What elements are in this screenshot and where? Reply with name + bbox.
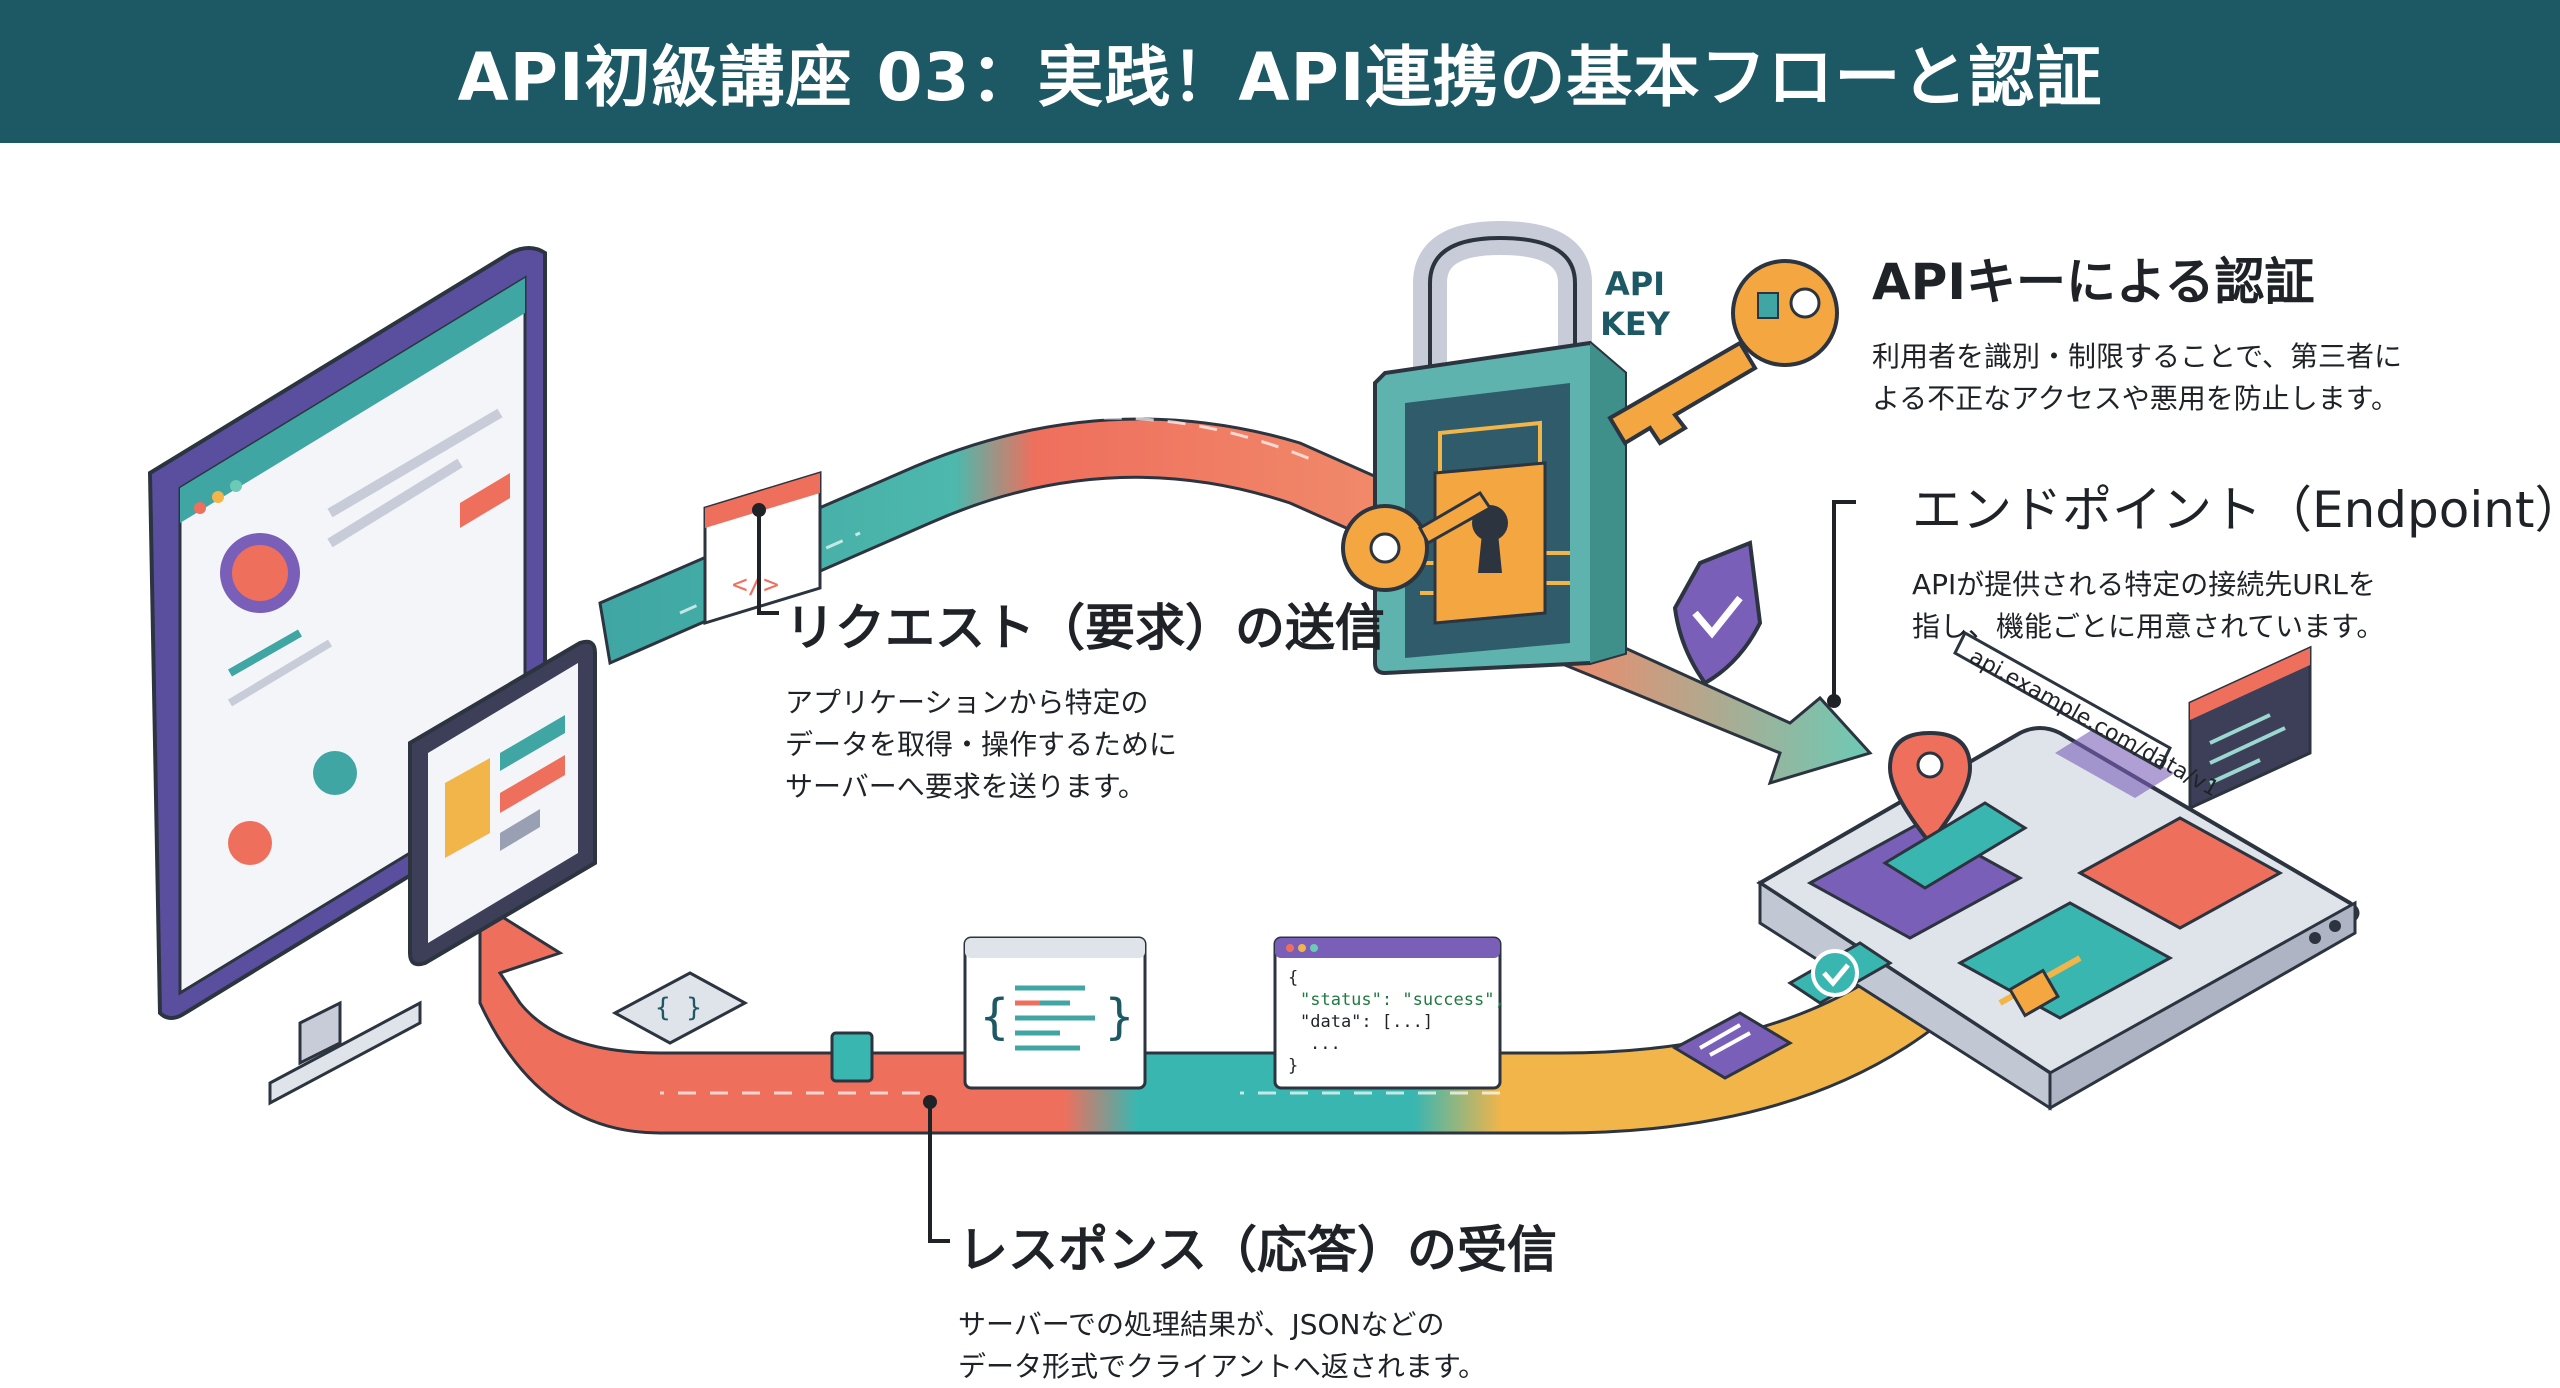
request-callout: リクエスト（要求）の送信 アプリケーションから特定の データを取得・操作するため… <box>785 588 1385 808</box>
api-flow-diagram: </> API KEY <box>147 220 2360 1135</box>
request-desc-line-3: サーバーへ要求を送ります。 <box>785 770 1146 803</box>
json-line-5: } <box>1288 1056 1298 1076</box>
checkmark-icon <box>1787 941 1893 1005</box>
padlock-icon <box>1373 220 1627 676</box>
endpoint-desc-line-1: APIが提供される特定の接続先URLを <box>1912 568 2376 601</box>
json-line-3: "data": [...] <box>1300 1012 1433 1032</box>
response-callout: レスポンス（応答）の受信 サーバーでの処理結果が、JSONなどの データ形式でク… <box>958 1210 1557 1388</box>
braces-card-icon: { } <box>611 971 749 1045</box>
endpoint-leader-dot <box>1827 694 1841 708</box>
json-document-icon: { "status": "success", "data": [...] ...… <box>1273 936 1505 1090</box>
response-leader-line <box>928 1100 932 1243</box>
request-desc-line-1: アプリケーションから特定の <box>785 686 1149 719</box>
response-title: レスポンス（応答）の受信 <box>958 1221 1557 1279</box>
keyhole-key-icon <box>1341 490 1493 592</box>
auth-callout: APIキーによる認証 利用者を識別・制限することで、第三者に よる不正なアクセス… <box>1872 242 2402 420</box>
request-leader-dot <box>752 503 766 517</box>
lock-label-api: API <box>1605 265 1665 303</box>
request-title: リクエスト（要求）の送信 <box>785 599 1385 657</box>
small-file-icon <box>830 1031 874 1083</box>
response-desc-line-2: データ形式でクライアントへ返されます。 <box>958 1350 1487 1383</box>
response-desc-line-1: サーバーでの処理結果が、JSONなどの <box>958 1308 1445 1341</box>
endpoint-leader-tick <box>1832 500 1856 504</box>
shield-check-icon <box>1672 540 1763 686</box>
tablet-icon <box>408 639 597 967</box>
padlock-label: API KEY <box>1600 265 1671 343</box>
json-line-4: ... <box>1310 1034 1341 1054</box>
auth-desc-line-1: 利用者を識別・制限することで、第三者に <box>1872 340 2403 373</box>
endpoint-leader-line <box>1832 500 1836 698</box>
location-pin-icon <box>1882 730 2028 890</box>
svg-text:{: { <box>980 989 1009 1045</box>
lock-label-key: KEY <box>1600 305 1671 343</box>
page-title: API初級講座 03：実践！API連携の基本フローと認証 <box>457 38 2103 116</box>
svg-text:}: } <box>1105 989 1134 1045</box>
code-window-icon: </> <box>703 470 822 626</box>
endpoint-title: エンドポイント（Endpoint） <box>1912 481 2560 539</box>
api-key-icon <box>1607 259 1839 446</box>
code-brackets-window: { } <box>963 936 1147 1090</box>
endpoint-callout: エンドポイント（Endpoint） APIが提供される特定の接続先URLを 指し… <box>1912 470 2560 648</box>
endpoint-desc-line-2: 指し、機能ごとに用意されています。 <box>1912 610 2385 643</box>
code-glyph: </> <box>732 570 779 600</box>
header-bar: API初級講座 03：実践！API連携の基本フローと認証 <box>0 0 2560 143</box>
response-leader-tick <box>928 1239 950 1243</box>
auth-title: APIキーによる認証 <box>1872 253 2315 311</box>
request-leader-line <box>757 510 761 615</box>
request-leader-tick <box>757 611 779 615</box>
json-line-1: { <box>1288 968 1298 988</box>
auth-desc-line-2: よる不正なアクセスや悪用を防止します。 <box>1872 382 2399 415</box>
response-leader-dot <box>923 1095 937 1109</box>
braces-glyph: { } <box>655 993 702 1023</box>
server-code-window <box>2188 645 2312 811</box>
json-line-2: "status": "success", <box>1300 990 1505 1010</box>
message-card-icon <box>1671 1011 1794 1080</box>
request-desc-line-2: データを取得・操作するために <box>785 728 1178 761</box>
